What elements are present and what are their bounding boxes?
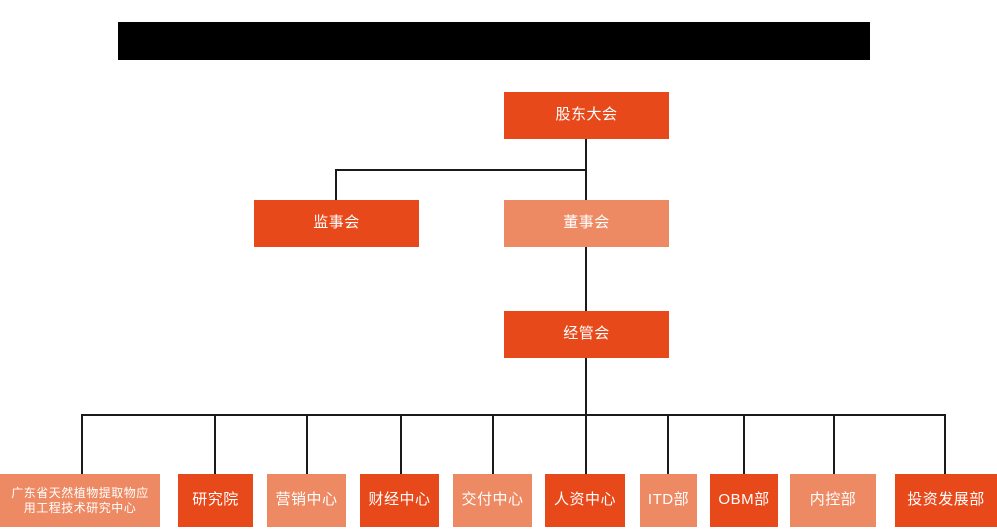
node-department-7[interactable]: ITD部: [640, 474, 697, 527]
connector-department-drop-7: [667, 414, 669, 474]
connector-department-drop-9: [833, 414, 835, 474]
node-board-of-supervisors-label: 监事会: [313, 214, 360, 232]
node-department-7-label: ITD部: [647, 491, 690, 509]
node-department-2-label: 研究院: [192, 491, 239, 509]
connector-department-drop-8: [743, 414, 745, 474]
node-department-8[interactable]: OBM部: [710, 474, 778, 527]
node-department-10-label: 投资发展部: [907, 491, 985, 509]
connector-department-drop-1: [81, 414, 83, 474]
connector-directors-down: [585, 169, 587, 202]
node-management-committee-label: 经管会: [563, 325, 610, 343]
connector-shareholders-down: [585, 139, 587, 171]
node-department-6-label: 人资中心: [553, 491, 616, 509]
node-management-committee[interactable]: 经管会: [504, 311, 669, 358]
node-board-of-supervisors[interactable]: 监事会: [254, 200, 419, 247]
node-board-of-directors[interactable]: 董事会: [504, 200, 669, 247]
node-department-10[interactable]: 投资发展部: [895, 474, 997, 527]
connector-department-drop-2: [214, 414, 216, 474]
connector-directors-to-management: [585, 247, 587, 311]
node-department-9[interactable]: 内控部: [790, 474, 876, 527]
node-board-of-directors-label: 董事会: [563, 214, 610, 232]
node-department-5-label: 交付中心: [461, 491, 524, 509]
connector-department-drop-10: [944, 414, 946, 474]
node-department-3-label: 营销中心: [275, 491, 338, 509]
connector-department-drop-3: [306, 414, 308, 474]
connector-supervisors-down: [335, 169, 337, 202]
connector-department-drop-6: [585, 414, 587, 474]
connector-departments-bus: [82, 414, 946, 416]
node-shareholders-meeting[interactable]: 股东大会: [504, 92, 669, 139]
node-department-2[interactable]: 研究院: [178, 474, 253, 527]
node-department-1[interactable]: 广东省天然植物提取物应 用工程技术研究中心: [0, 474, 160, 527]
node-department-5[interactable]: 交付中心: [453, 474, 532, 527]
node-department-9-label: 内控部: [809, 491, 857, 509]
connector-department-drop-5: [492, 414, 494, 474]
node-shareholders-meeting-label: 股东大会: [555, 106, 618, 124]
connector-department-drop-4: [400, 414, 402, 474]
node-department-8-label: OBM部: [718, 491, 770, 509]
redacted-title-bar: [118, 22, 870, 60]
connector-management-down: [585, 358, 587, 416]
connector-level2-bar: [336, 169, 587, 171]
node-department-6[interactable]: 人资中心: [545, 474, 625, 527]
node-department-4[interactable]: 财经中心: [360, 474, 439, 527]
node-department-3[interactable]: 营销中心: [267, 474, 346, 527]
node-department-4-label: 财经中心: [368, 491, 431, 509]
node-department-1-label: 广东省天然植物提取物应 用工程技术研究中心: [11, 485, 149, 515]
